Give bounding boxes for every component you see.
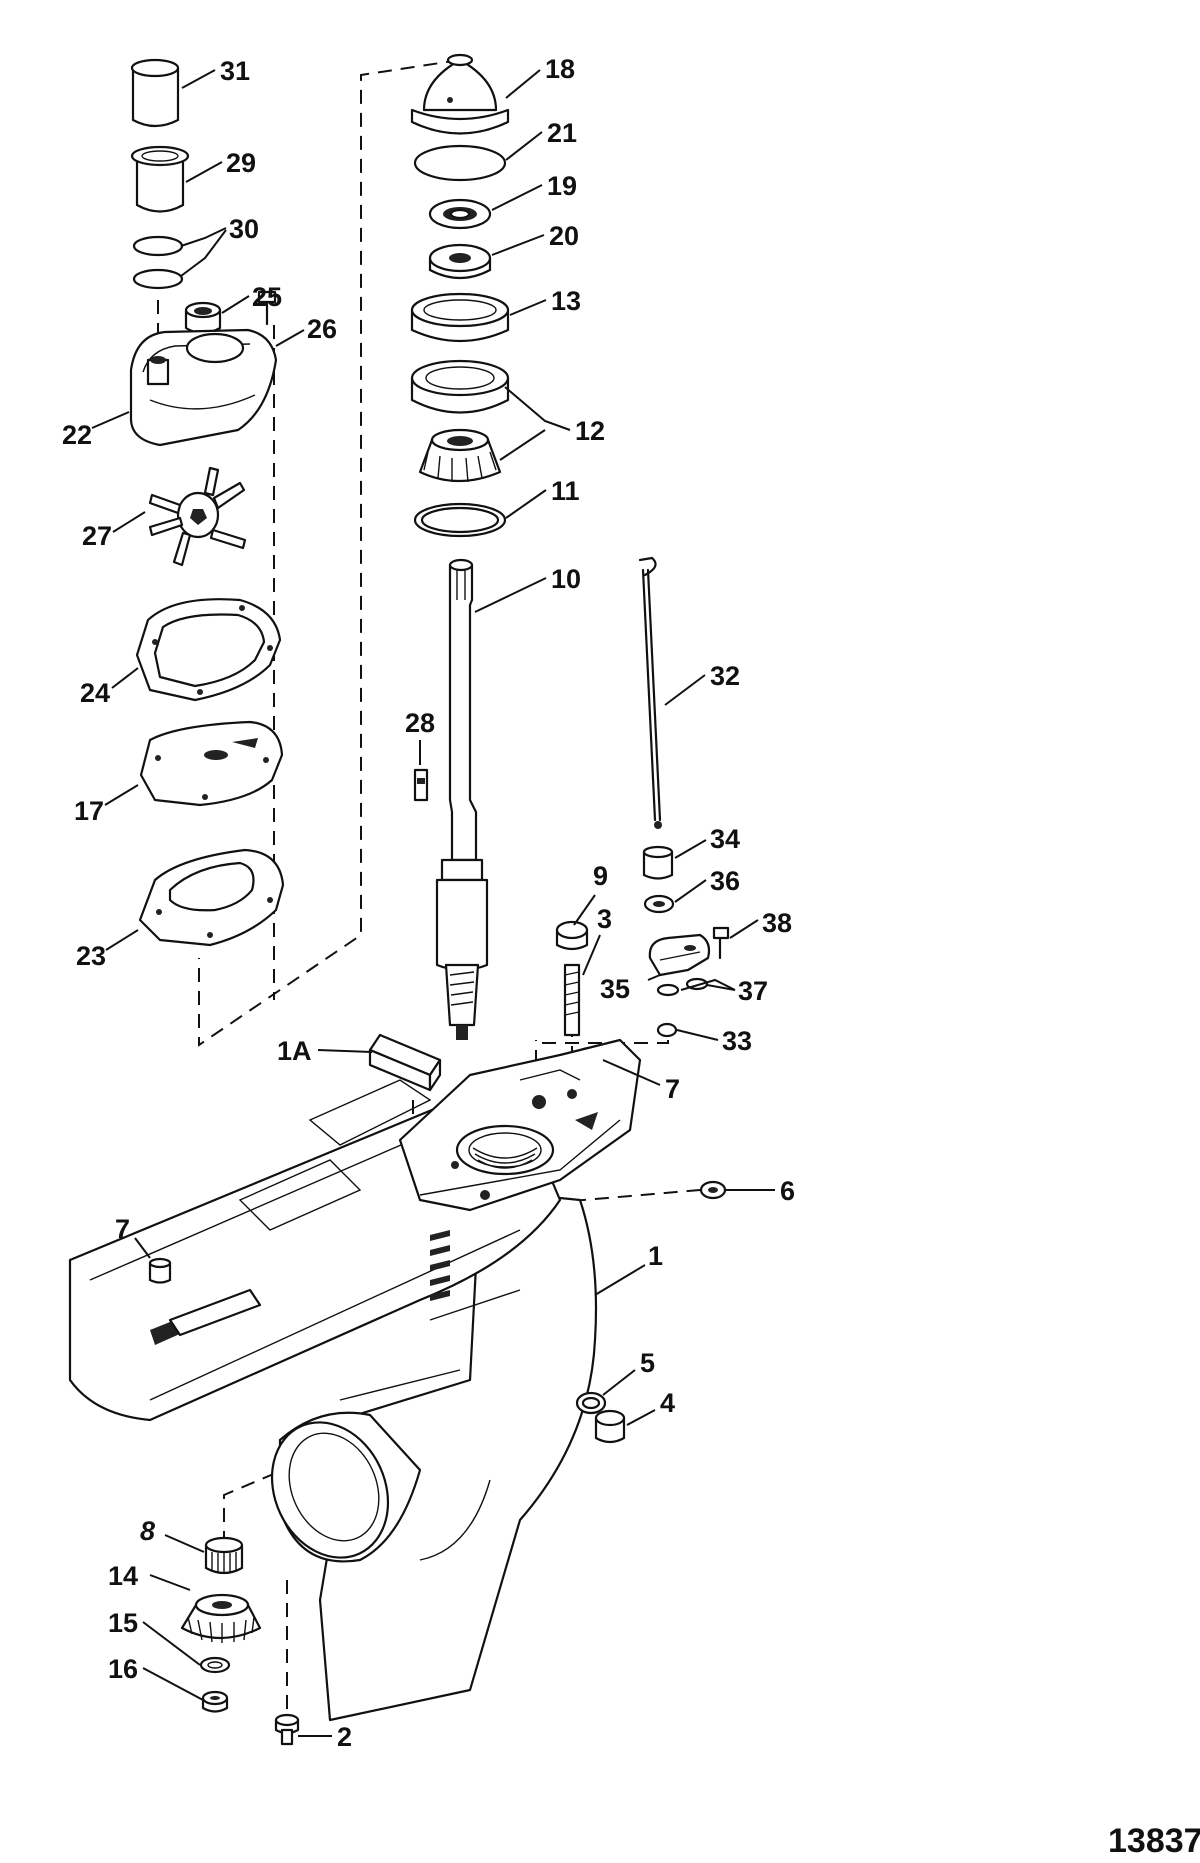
part-25-seal xyxy=(184,301,222,335)
callout-4: 4 xyxy=(660,1388,675,1418)
part-13-retainer xyxy=(410,292,510,343)
drawing-number: 13837 xyxy=(1108,1822,1200,1860)
part-1-gear-housing xyxy=(68,1038,642,1722)
callout-13: 13 xyxy=(551,286,581,316)
part-34-bushing xyxy=(642,845,674,880)
callout-33: 33 xyxy=(722,1026,752,1056)
part-5-washer xyxy=(575,1391,607,1415)
part-4-drain-screw xyxy=(594,1409,626,1444)
leader-lines xyxy=(91,69,775,1737)
callout-30: 30 xyxy=(229,214,259,244)
part-12-bearing-cone xyxy=(418,428,502,483)
part-21-ring xyxy=(413,144,507,182)
callout-19: 19 xyxy=(547,171,577,201)
part-27-impeller xyxy=(148,466,247,567)
part-37-washers xyxy=(656,977,709,997)
callout-25: 25 xyxy=(252,282,282,312)
callout-1: 1 xyxy=(648,1241,663,1271)
callout-36: 36 xyxy=(710,866,740,896)
part-10-drive-shaft xyxy=(435,558,489,1040)
part-26-bolt xyxy=(257,290,277,326)
callout-21: 21 xyxy=(547,118,577,148)
part-32-shift-shaft xyxy=(638,556,662,829)
callout-31: 31 xyxy=(220,56,250,86)
callout-17: 17 xyxy=(74,796,104,826)
part-3-stud xyxy=(563,963,581,1037)
part-20-washer xyxy=(428,243,492,280)
callout-35: 35 xyxy=(600,974,630,1004)
part-33-nut xyxy=(656,1022,678,1038)
part-29-bushing xyxy=(130,145,190,213)
part-18-cap xyxy=(410,53,510,135)
callout-6: 6 xyxy=(780,1176,795,1206)
callout-11: 11 xyxy=(551,476,580,506)
callout-12: 12 xyxy=(575,416,605,446)
part-38-screw xyxy=(712,926,730,960)
part-24-gasket xyxy=(135,598,282,702)
part-8-needle-bearing xyxy=(204,1536,244,1575)
callout-32: 32 xyxy=(710,661,740,691)
callout-24: 24 xyxy=(80,678,110,708)
callout-labels: 31 29 30 25 26 22 27 24 17 23 18 21 19 2… xyxy=(62,54,795,1752)
part-19-seal xyxy=(428,198,492,230)
callout-16: 16 xyxy=(108,1654,138,1684)
callout-26: 26 xyxy=(307,314,337,344)
part-1a-anode xyxy=(368,1033,442,1092)
callout-7-lower: 7 xyxy=(115,1214,130,1244)
callout-10: 10 xyxy=(551,564,581,594)
callout-34: 34 xyxy=(710,824,740,854)
callout-9: 9 xyxy=(593,861,608,891)
callout-23: 23 xyxy=(76,941,106,971)
part-9-nut xyxy=(555,920,589,951)
callout-2: 2 xyxy=(337,1722,352,1752)
part-36-seal xyxy=(643,894,675,914)
part-16-nut xyxy=(201,1690,229,1713)
part-6-nut xyxy=(699,1180,727,1200)
callout-18: 18 xyxy=(545,54,575,84)
callout-14: 14 xyxy=(108,1561,138,1591)
callout-28: 28 xyxy=(405,708,435,738)
part-28-key xyxy=(413,768,429,802)
part-22-pump-housing xyxy=(129,328,278,447)
callout-38: 38 xyxy=(762,908,792,938)
callout-15: 15 xyxy=(108,1608,138,1638)
part-30-o-rings xyxy=(132,235,184,290)
part-35-shift-lever xyxy=(648,933,711,977)
callout-27: 27 xyxy=(82,521,112,551)
callout-20: 20 xyxy=(549,221,579,251)
callout-7-upper: 7 xyxy=(665,1074,680,1104)
part-12-bearing-cup xyxy=(410,359,510,414)
callout-5: 5 xyxy=(640,1348,655,1378)
part-17-face-plate xyxy=(139,720,284,807)
callout-8: 8 xyxy=(140,1516,155,1546)
part-31-sleeve xyxy=(130,58,180,128)
callout-29: 29 xyxy=(226,148,256,178)
part-14-pinion-gear xyxy=(180,1593,262,1643)
part-23-gasket xyxy=(138,848,285,947)
part-11-shim xyxy=(413,502,507,538)
callout-1a: 1A xyxy=(277,1036,312,1066)
callout-37: 37 xyxy=(738,976,768,1006)
part-2-screw xyxy=(274,1713,300,1746)
callout-22: 22 xyxy=(62,420,92,450)
part-15-washer xyxy=(199,1656,231,1674)
part-7-dowel-lower xyxy=(148,1257,172,1284)
callout-3: 3 xyxy=(597,904,612,934)
